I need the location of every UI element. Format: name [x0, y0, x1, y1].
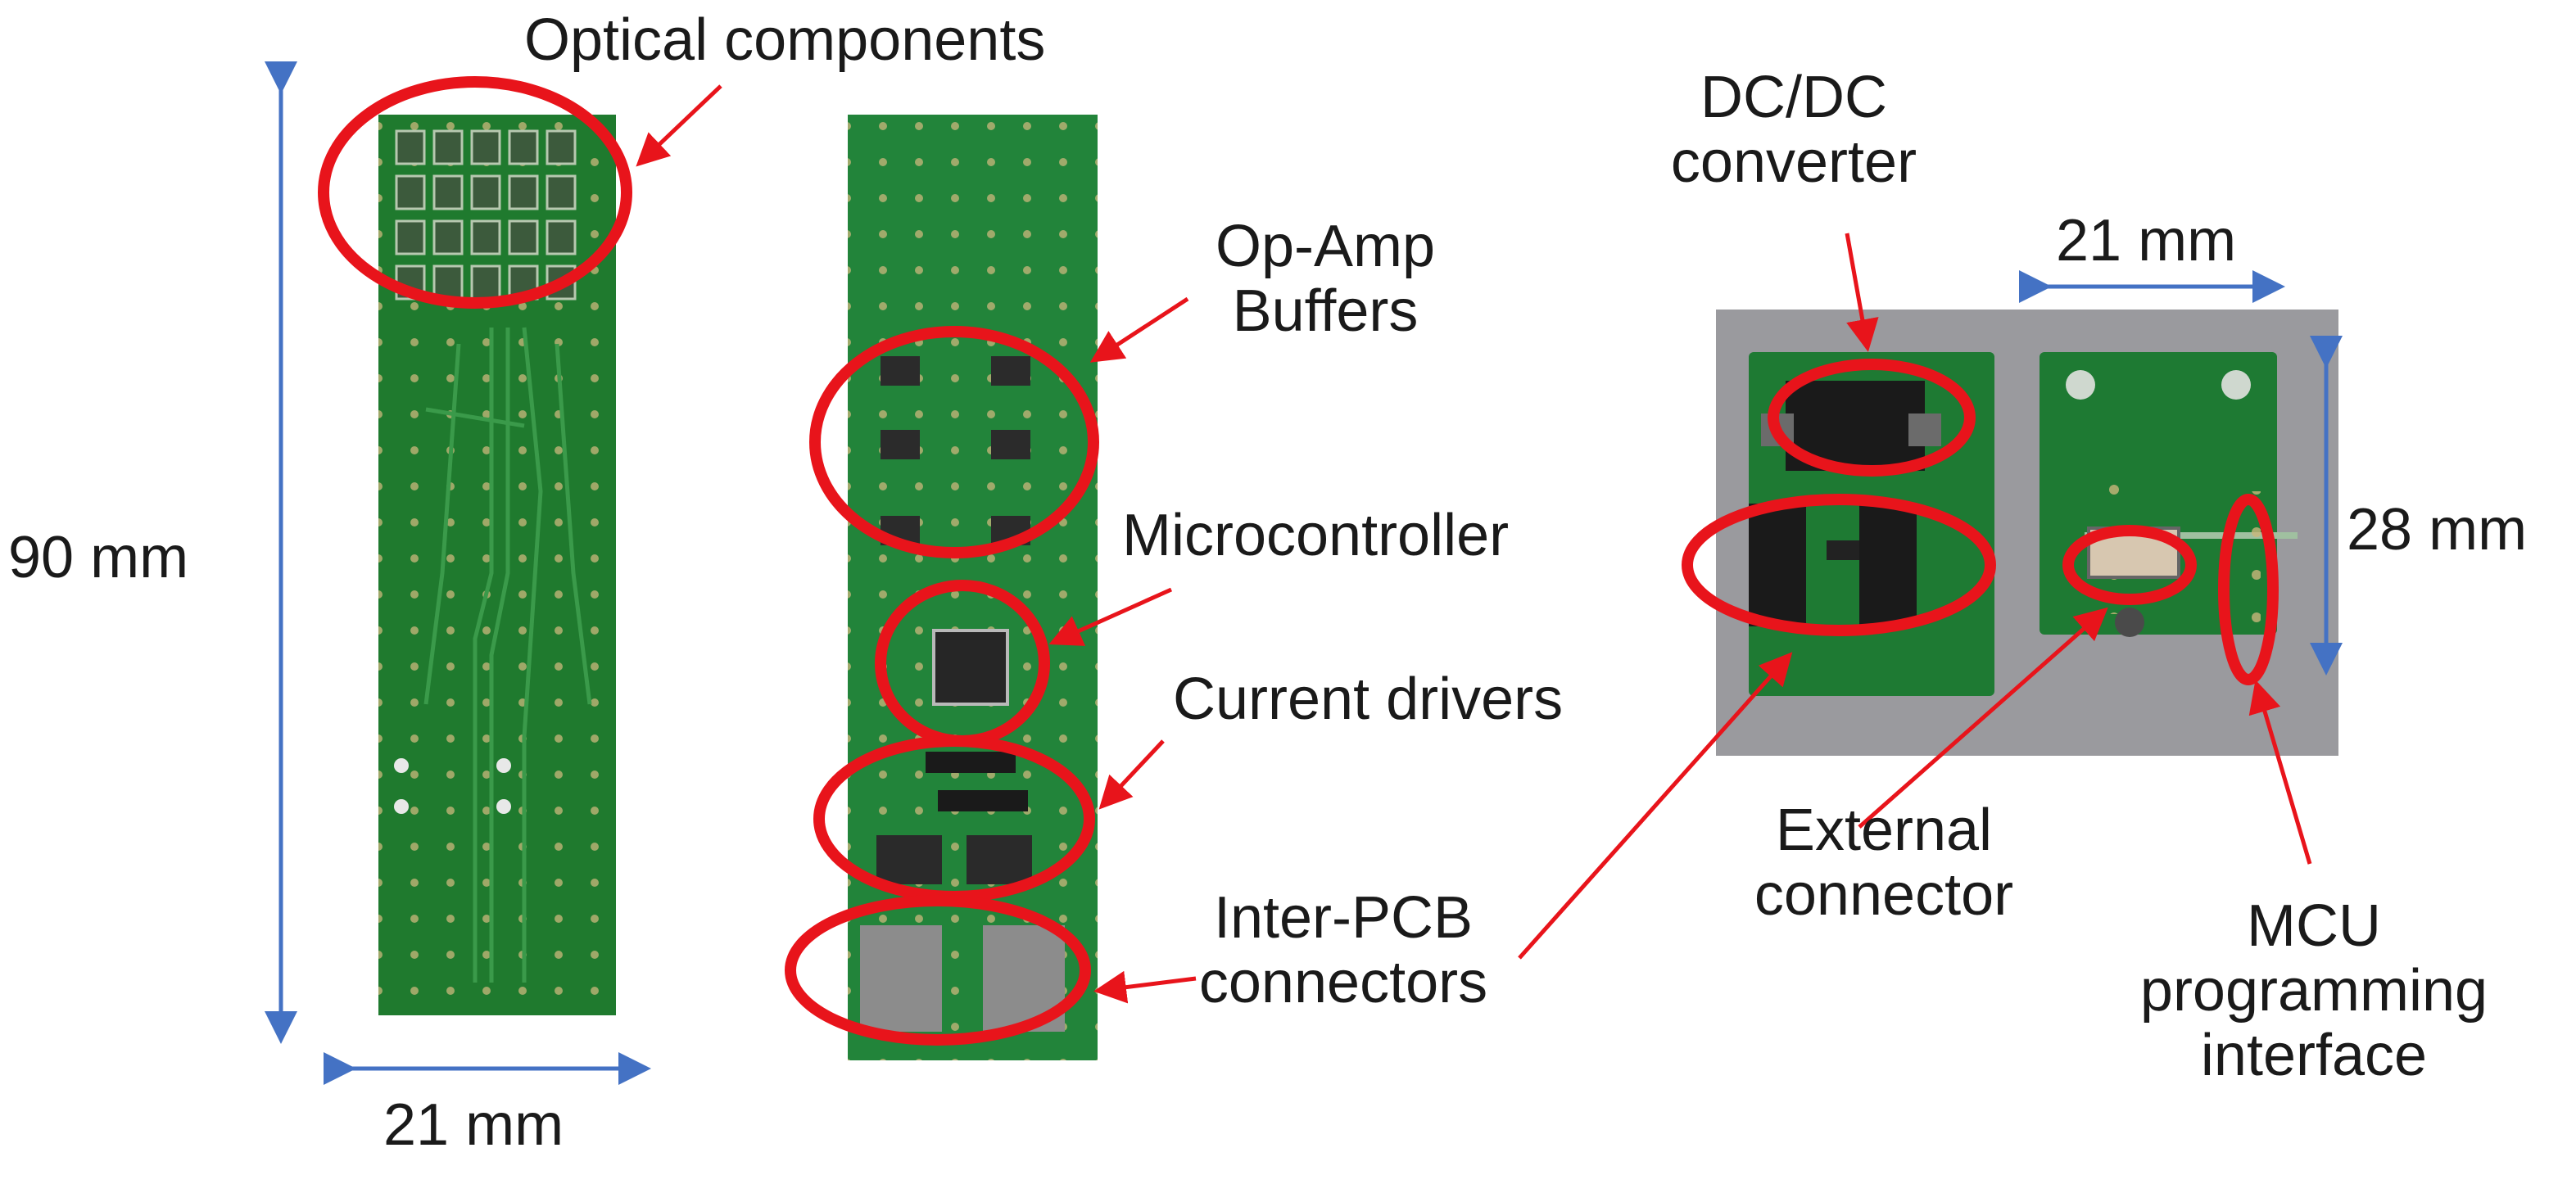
microcontroller-chip [932, 629, 1009, 706]
pcb-traces [423, 327, 592, 983]
label-mcu-programming-interface: MCU programming interface [2080, 893, 2547, 1089]
ring-external-connector [1682, 494, 1996, 636]
label-mcu-line3: interface [2200, 1023, 2428, 1089]
dimension-arrows [265, 61, 2343, 1085]
small-pcb-left [1749, 352, 1994, 696]
label-external-line1: External [1775, 798, 1993, 863]
label-optical-components: Optical components [524, 7, 1046, 73]
ring-optical-components [318, 76, 632, 309]
label-external-connector: External connector [1728, 798, 2040, 928]
label-op-amp-line2: Buffers [1232, 278, 1419, 345]
ring-op-amp [809, 326, 1099, 558]
small-pcb-right [2040, 352, 2298, 637]
label-dcdc-line1: DC/DC [1700, 65, 1887, 130]
label-dcdc-line2: converter [1670, 129, 1917, 196]
ring-dcdc [1768, 359, 1976, 477]
ring-inter-pcb [785, 895, 1091, 1046]
label-op-amp-buffers: Op-Amp Buffers [1186, 214, 1465, 345]
label-current-drivers: Current drivers [1173, 667, 1564, 732]
label-external-line2: connector [1754, 862, 2014, 929]
label-inter-pcb-connectors: Inter-PCB connectors [1179, 885, 1507, 1016]
label-inter-pcb-line2: connectors [1198, 950, 1488, 1016]
highlight-rings [318, 76, 2279, 1046]
optical-component-array [395, 129, 577, 301]
label-dcdc-converter: DC/DC converter [1630, 65, 1958, 196]
pointer-lines [636, 84, 2312, 1004]
label-mcu-line1: MCU [2247, 893, 2381, 959]
ring-external-connector-right [2062, 525, 2197, 605]
label-right-height: 28 mm [2347, 497, 2528, 563]
label-left-width: 21 mm [383, 1092, 564, 1158]
label-left-height: 90 mm [8, 525, 189, 590]
label-inter-pcb-line1: Inter-PCB [1213, 885, 1474, 951]
label-mcu-line2: programming [2139, 958, 2488, 1024]
current-driver-components [876, 752, 1032, 884]
left-pcb-back [378, 115, 616, 1015]
label-microcontroller: Microcontroller [1122, 503, 1510, 568]
label-op-amp-line1: Op-Amp [1215, 214, 1436, 279]
ring-mcu-programming [2218, 494, 2279, 685]
label-right-width: 21 mm [2056, 208, 2237, 273]
